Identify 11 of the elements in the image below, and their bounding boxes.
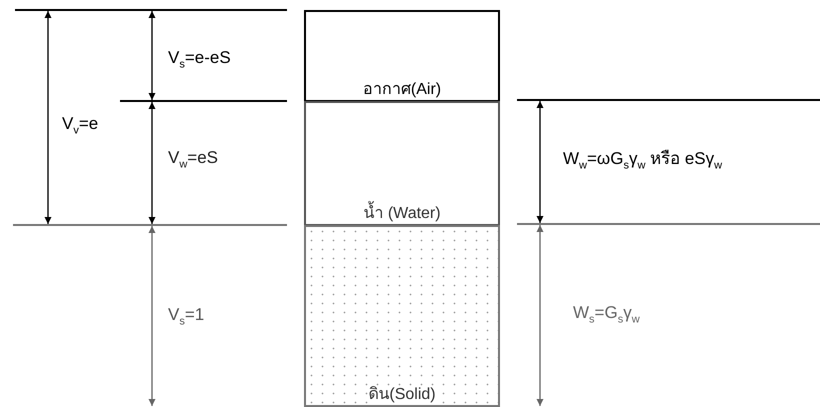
phase-label: ดิน(Solid) (368, 386, 436, 405)
formula-label: V$_{s}$=e-eS (168, 48, 231, 72)
formula-label: W$_{w}$=ωG$_{s}$γ$_{w}$ หรือ eSγ$_{w}$ (563, 149, 722, 174)
phase-box (304, 10, 500, 102)
solid-phase-box (304, 225, 500, 407)
formula-label: V$_{s}$=1 (168, 305, 204, 330)
phase-box (304, 101, 500, 226)
formula-label: V$_{v}$=e (62, 114, 98, 138)
formula-label: W$_{s}$=G$_{s}$γ$_{w}$ (573, 303, 640, 328)
formula-label: V$_{w}$=eS (168, 148, 218, 172)
phase-label: อากาศ(Air) (362, 81, 442, 100)
